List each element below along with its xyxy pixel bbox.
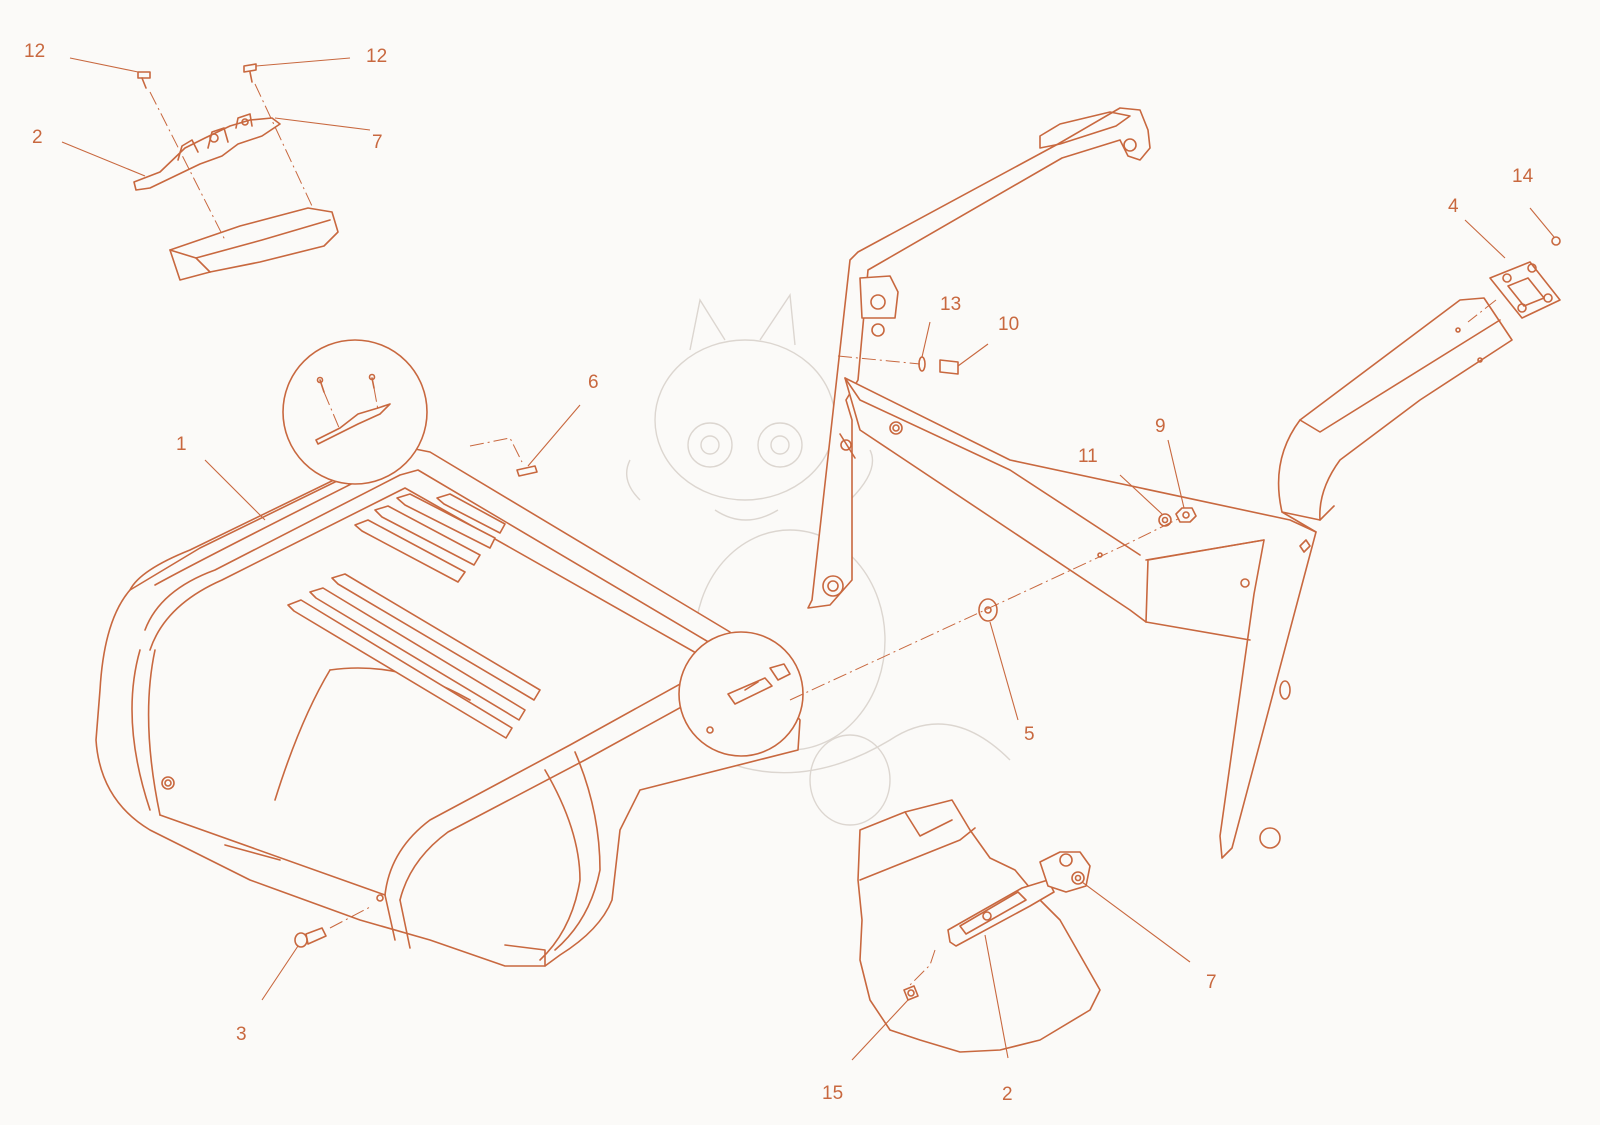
callout-6: 6 xyxy=(588,372,599,393)
callout-2-bottom: 2 xyxy=(1002,1084,1013,1105)
callout-11: 11 xyxy=(1078,446,1098,467)
inset-circle-latch xyxy=(678,631,804,757)
bolt-3 xyxy=(294,905,373,948)
main-cover xyxy=(95,447,801,967)
callout-7-bottom: 7 xyxy=(1206,972,1217,993)
callout-1: 1 xyxy=(176,434,187,455)
mounting-frame xyxy=(807,107,1513,859)
leader-lines xyxy=(61,57,1555,1061)
callout-12-left: 12 xyxy=(24,41,45,62)
callout-15: 15 xyxy=(822,1083,843,1104)
callout-14: 14 xyxy=(1512,166,1534,187)
hinge-detail-top xyxy=(133,63,339,281)
callout-7-top: 7 xyxy=(372,132,383,153)
washer-5 xyxy=(789,517,1181,701)
pin-6 xyxy=(469,437,538,477)
callout-12-right: 12 xyxy=(366,46,387,67)
fasteners-13-10-11-9 xyxy=(837,355,1197,527)
callout-4: 4 xyxy=(1448,196,1459,217)
callout-10: 10 xyxy=(998,314,1019,335)
latch-detail-bottom xyxy=(857,799,1101,1053)
callout-9: 9 xyxy=(1155,416,1166,437)
inset-circle-hinge xyxy=(282,339,428,485)
callout-2-top: 2 xyxy=(32,127,43,148)
callout-5: 5 xyxy=(1024,724,1035,745)
callout-3: 3 xyxy=(236,1024,247,1045)
callout-labels: 12 12 2 7 1 6 13 10 14 4 11 9 5 3 7 15 2 xyxy=(24,41,1534,1105)
callout-13: 13 xyxy=(940,294,961,315)
cover-vents xyxy=(287,493,541,739)
plate-4 xyxy=(1467,236,1561,323)
